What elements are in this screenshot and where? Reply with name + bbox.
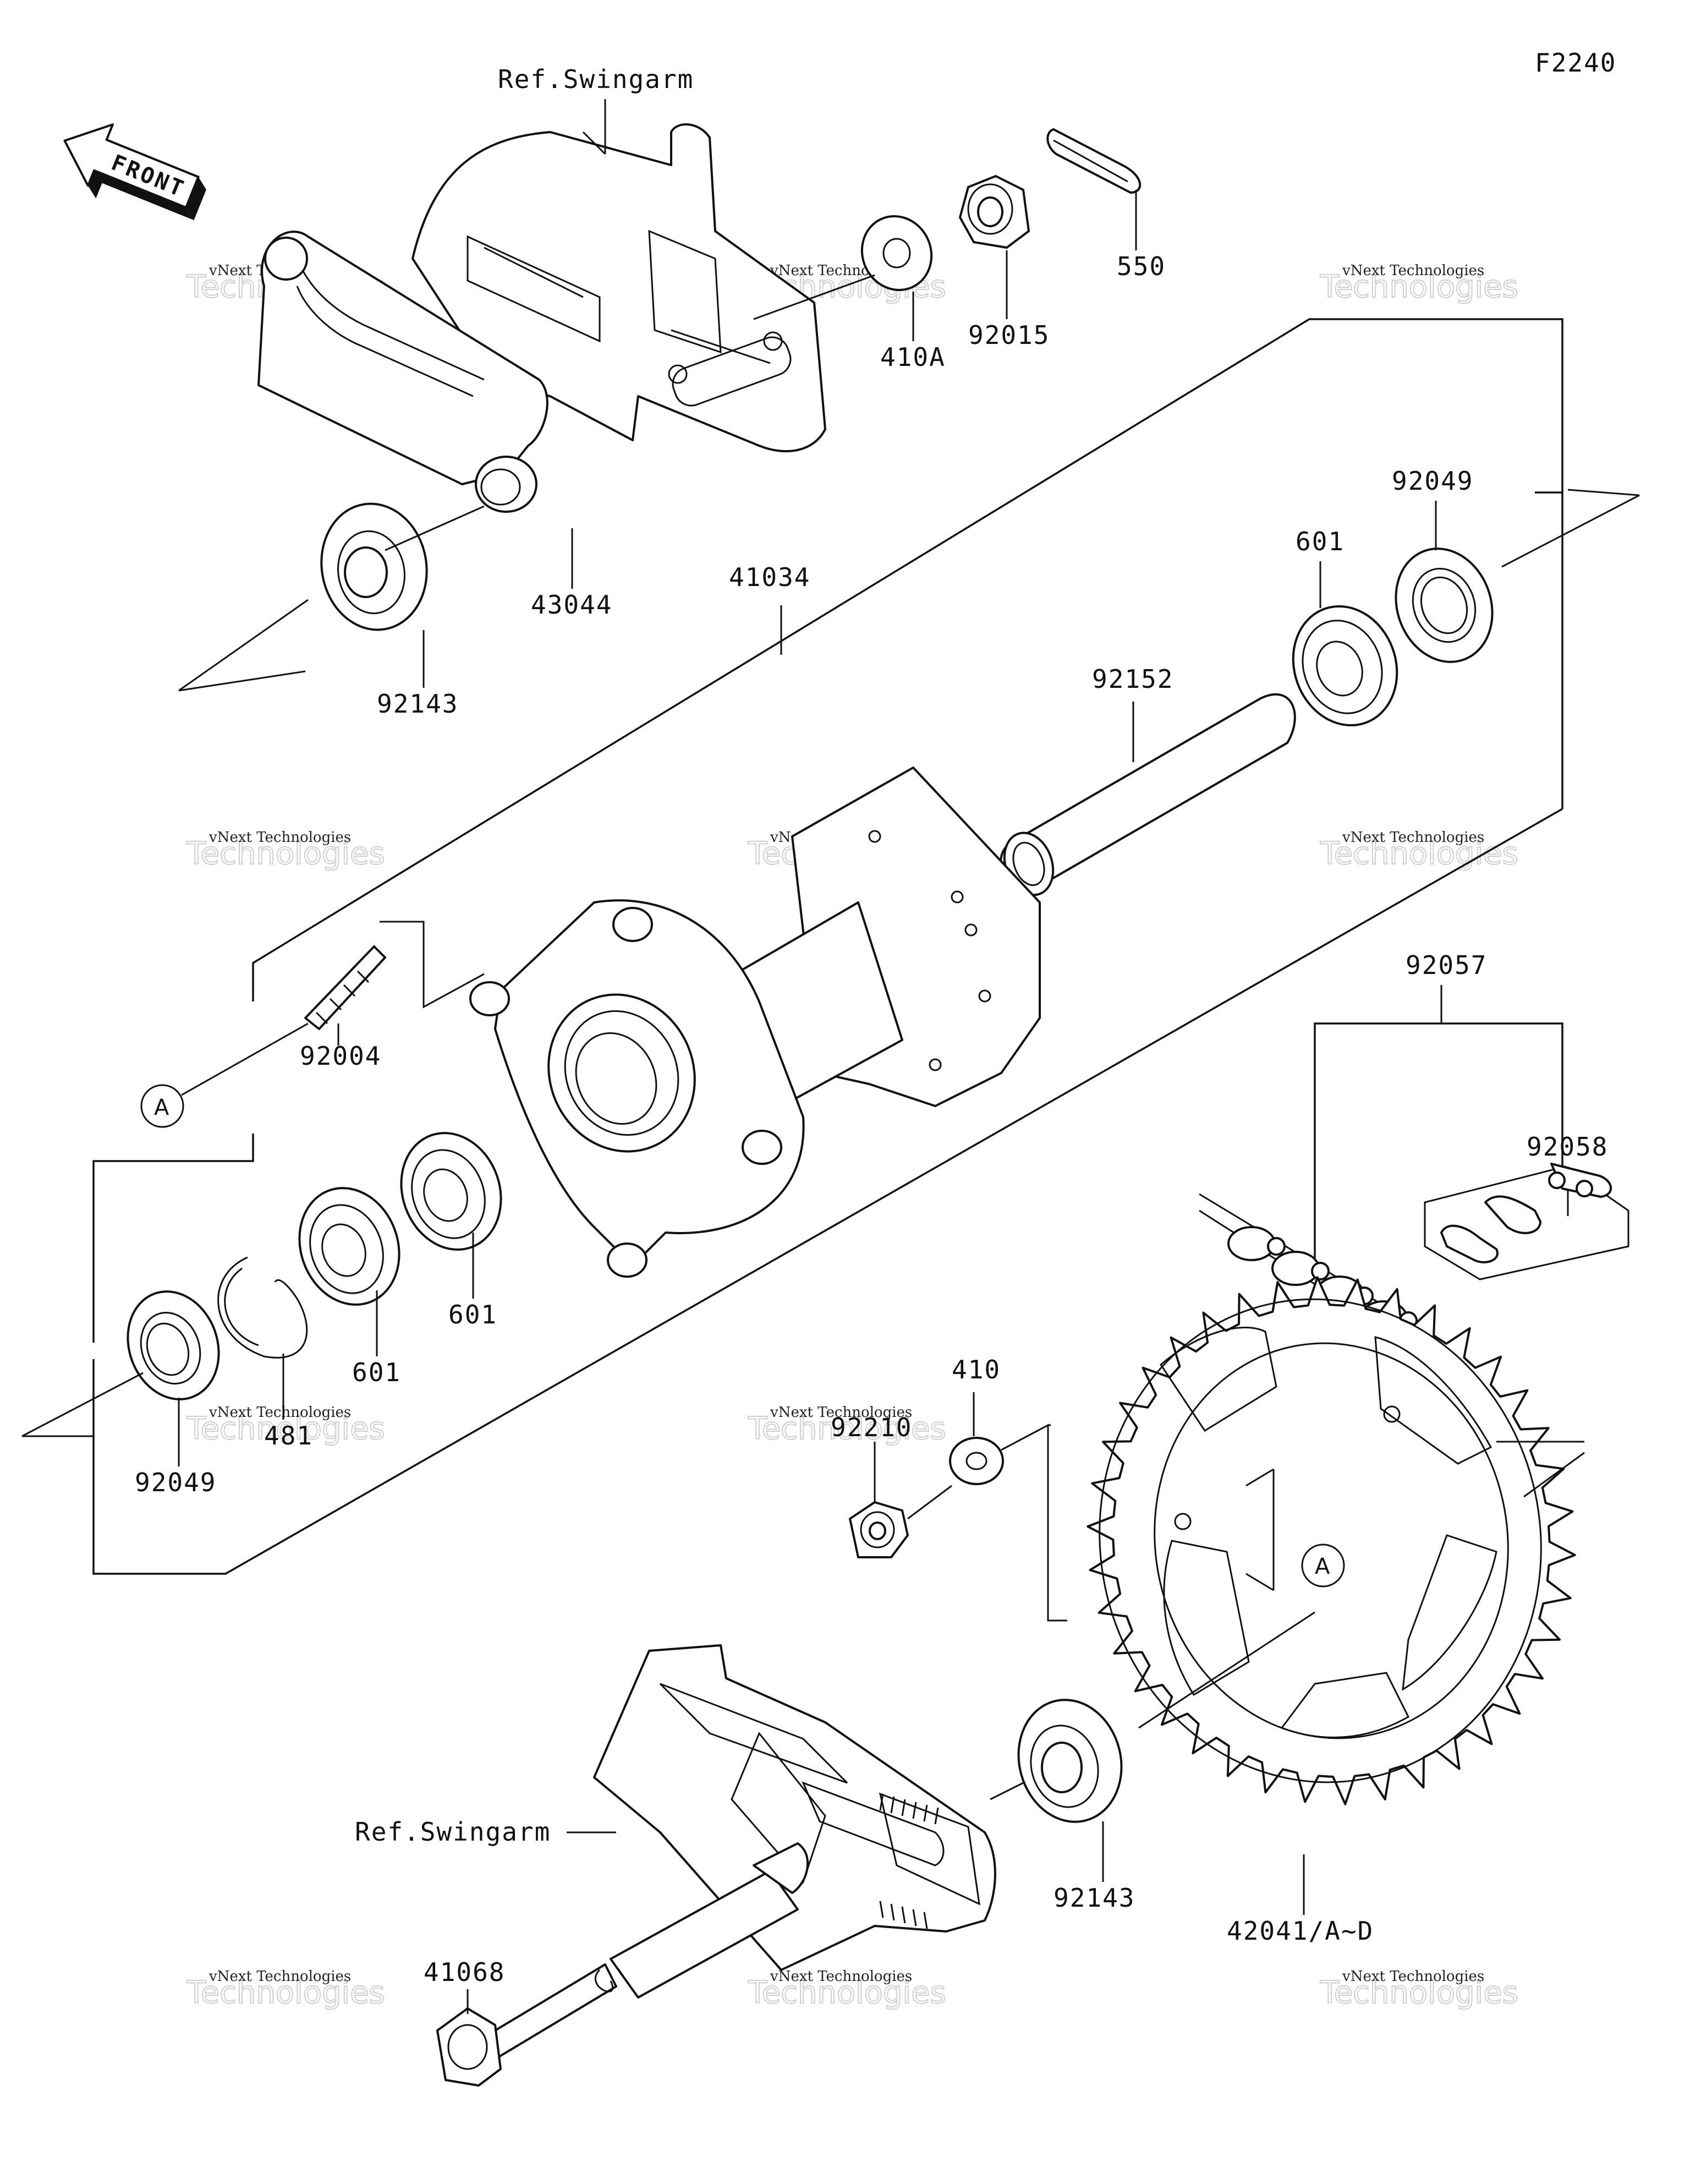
callout-601-b: 601 <box>352 1358 401 1387</box>
callout-601-right: 601 <box>1296 527 1345 556</box>
callout-410: 410 <box>952 1355 1001 1384</box>
spacer-tube <box>1000 693 1296 896</box>
axle-centerline <box>178 599 309 692</box>
reference-mark-a-sprocket: A <box>1301 1543 1345 1588</box>
axle-centerline <box>1501 494 1640 568</box>
watermark-large: Technologies <box>186 836 385 872</box>
callout-43044: 43044 <box>531 590 612 620</box>
reference-mark-a-left: A <box>140 1084 184 1128</box>
watermark: Technologies vNext Technologies <box>747 1968 947 2011</box>
collar-top <box>320 502 428 631</box>
watermark: Technologies vNext Technologies <box>186 1968 386 2011</box>
axle-centerline <box>21 1372 144 1437</box>
watermark-small: vNext Technologies <box>770 1968 912 1985</box>
swingarm-bottom <box>593 1644 996 1971</box>
watermark-large: Technologies <box>186 1411 385 1447</box>
washer-410a <box>860 215 933 291</box>
hub-assembly-frame <box>252 318 1563 1001</box>
callout-550: 550 <box>1117 251 1166 281</box>
watermark-large: Technologies <box>748 1975 946 2011</box>
master-link-box <box>1424 1163 1629 1280</box>
circlip <box>217 1256 308 1359</box>
callout-92143-top: 92143 <box>377 689 458 719</box>
callout-410a: 410A <box>880 342 946 372</box>
callout-92049-right: 92049 <box>1392 466 1473 496</box>
oil-seal-right <box>1395 548 1494 663</box>
watermark-small: vNext Technologies <box>770 1404 912 1421</box>
ref-swingarm-bottom-label: Ref.Swingarm <box>355 1817 551 1847</box>
watermark-small: vNext Technologies <box>208 829 351 846</box>
leader-line <box>907 1485 952 1520</box>
bearing-left-a <box>400 1132 502 1251</box>
leader-line <box>1138 1611 1315 1729</box>
collar-bottom <box>1017 1699 1123 1823</box>
hub-assembly-frame <box>92 1134 254 1343</box>
stud-bolt <box>304 945 386 1030</box>
callout-92152: 92152 <box>1092 664 1173 694</box>
chain-frame <box>1314 1022 1563 1266</box>
leader-line <box>181 1022 309 1096</box>
rear-axle <box>436 1842 809 2087</box>
watermark-small: vNext Technologies <box>1342 1968 1484 1985</box>
watermark-large: Technologies <box>1320 269 1518 305</box>
axle-centerline <box>178 670 306 692</box>
callout-92015: 92015 <box>968 320 1050 350</box>
callout-92049-left: 92049 <box>135 1468 216 1497</box>
callout-42041: 42041/A~D <box>1227 1916 1374 1946</box>
hub-assembly-frame <box>92 808 1563 1575</box>
castle-nut-92015 <box>959 175 1030 249</box>
watermark: Technologies vNext Technologies <box>1319 262 1519 305</box>
watermark-small: vNext Technologies <box>208 1968 351 1985</box>
adjuster-teeth <box>879 1793 939 1929</box>
watermark: Technologies vNext Technologies <box>747 1404 947 1447</box>
axle-centerline <box>990 1782 1024 1800</box>
axle-centerline <box>385 505 485 551</box>
bearing-left-b <box>298 1187 400 1306</box>
leader-line <box>1001 1424 1067 1622</box>
oil-seal-left <box>127 1290 220 1400</box>
watermark-small: vNext Technologies <box>1342 829 1484 846</box>
bearing-right <box>1292 605 1398 727</box>
leader-line <box>380 921 485 1009</box>
reference-mark-a-sprocket-text: A <box>1315 1554 1330 1579</box>
callout-41034: 41034 <box>729 562 810 592</box>
reference-mark-a-left-text: A <box>154 1095 169 1120</box>
watermark-small: vNext Technologies <box>208 1404 351 1421</box>
leader-line <box>753 274 875 320</box>
callout-92004: 92004 <box>300 1041 381 1071</box>
cotter-pin-550 <box>1046 128 1142 194</box>
watermark-large: Technologies <box>186 1975 385 2011</box>
callout-92057: 92057 <box>1406 950 1487 980</box>
rear-sprocket <box>1087 1276 1576 1805</box>
callout-92143-bottom: 92143 <box>1053 1883 1135 1913</box>
callout-92058: 92058 <box>1527 1132 1608 1162</box>
axle-centerline <box>1567 489 1640 496</box>
callout-601-a: 601 <box>448 1300 497 1329</box>
callout-481: 481 <box>264 1421 313 1450</box>
watermark: Technologies vNext Technologies <box>186 829 386 872</box>
watermark-large: Technologies <box>748 1411 946 1447</box>
front-arrow-icon: FRONT <box>63 123 206 221</box>
watermark: Technologies vNext Technologies <box>1319 1968 1519 2011</box>
watermark: Technologies vNext Technologies <box>186 1404 386 1447</box>
callout-92210: 92210 <box>831 1413 912 1442</box>
watermark-large: Technologies <box>1320 1975 1518 2011</box>
axle-centerline <box>1523 1452 1585 1498</box>
watermark-small: vNext Technologies <box>1342 262 1484 279</box>
chain-adjuster <box>257 231 548 513</box>
wheel-hub <box>469 767 1041 1278</box>
flange-nut-92210 <box>849 1501 909 1558</box>
figure-code: F2240 <box>1535 48 1616 78</box>
ref-swingarm-top-label: Ref.Swingarm <box>498 64 694 94</box>
callout-41068: 41068 <box>424 1957 505 1987</box>
washer-410 <box>949 1437 1004 1485</box>
